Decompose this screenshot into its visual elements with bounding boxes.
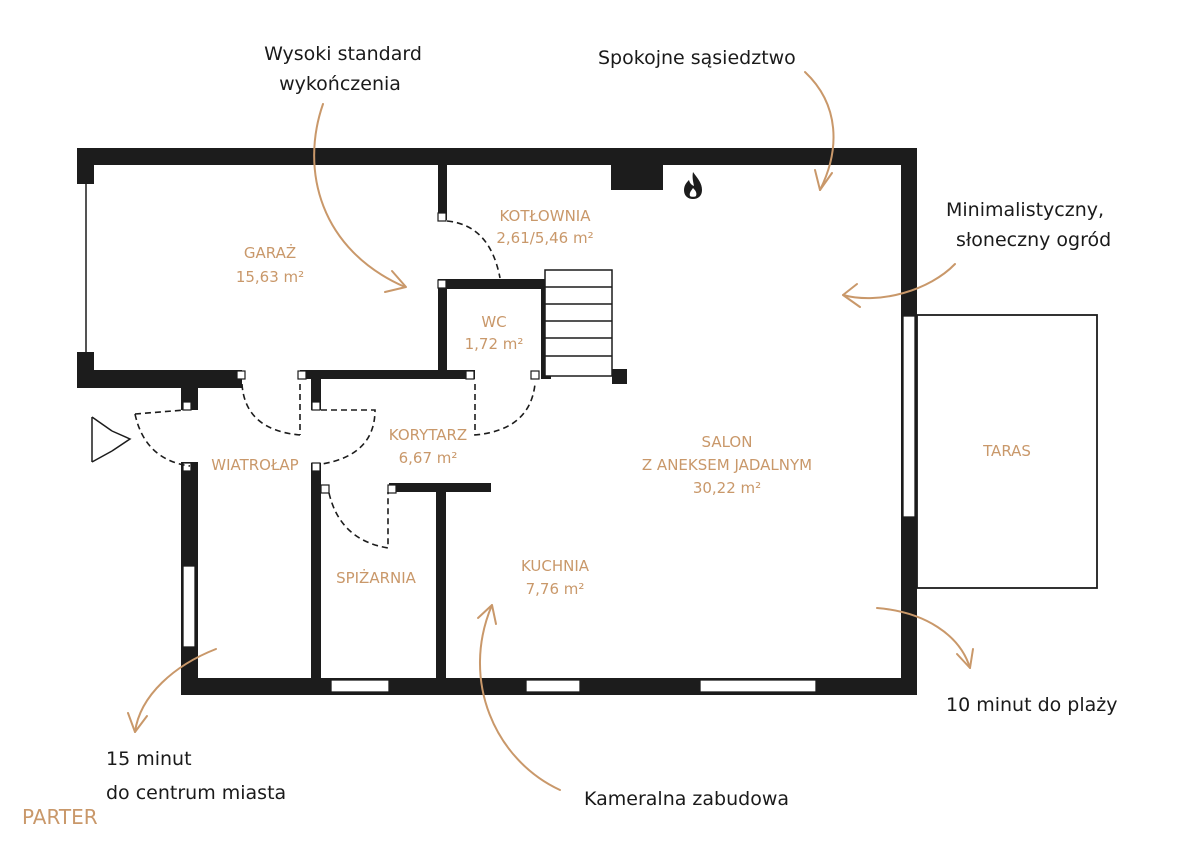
- room-label-spizarnia: SPIŻARNIA: [336, 568, 417, 587]
- room-label-kotlownia: KOTŁOWNIA: [500, 207, 592, 225]
- room-label-garaz: GARAŻ: [244, 243, 296, 262]
- room-area-kotlownia: 2,61/5,46 m²: [496, 229, 593, 247]
- flame-icon: [684, 172, 702, 199]
- entrance-triangle-icon: [91, 416, 132, 463]
- wall-end-markers: [182, 212, 540, 494]
- room-label-korytarz: KORYTARZ: [389, 426, 467, 444]
- note-standard-line2: wykończenia: [279, 73, 401, 95]
- staircase: [544, 269, 613, 377]
- note-ogrod-line1: Minimalistyczny,: [946, 199, 1104, 221]
- note-sasiedztwo: Spokojne sąsiedztwo: [598, 47, 796, 69]
- room-area-salon: 30,22 m²: [693, 479, 761, 497]
- floor-label: PARTER: [22, 805, 98, 829]
- note-plaza: 10 minut do plaży: [946, 694, 1118, 716]
- room-label-taras: TARAS: [982, 442, 1031, 460]
- room-label-salon-sub: Z ANEKSEM JADALNYM: [642, 456, 812, 474]
- windows: [182, 315, 916, 693]
- door-swings: [134, 220, 536, 549]
- room-area-garaz: 15,63 m²: [236, 268, 304, 286]
- room-label-wc: WC: [481, 313, 506, 331]
- room-area-kuchnia: 7,76 m²: [526, 580, 585, 598]
- note-centrum-line2: do centrum miasta: [106, 782, 286, 804]
- note-standard-line1: Wysoki standard: [264, 43, 422, 65]
- terrace-outline: [916, 314, 1098, 589]
- room-label-kuchnia: KUCHNIA: [521, 557, 590, 575]
- annotation-arrows: [127, 71, 974, 791]
- note-ogrod-line2: słoneczny ogród: [956, 229, 1111, 251]
- room-area-wc: 1,72 m²: [465, 335, 524, 353]
- room-area-korytarz: 6,67 m²: [399, 449, 458, 467]
- note-zabudowa: Kameralna zabudowa: [584, 788, 789, 810]
- note-centrum-line1: 15 minut: [106, 748, 192, 770]
- room-label-wiatrolap: WIATROŁAP: [211, 456, 298, 474]
- room-label-salon: SALON: [702, 433, 753, 451]
